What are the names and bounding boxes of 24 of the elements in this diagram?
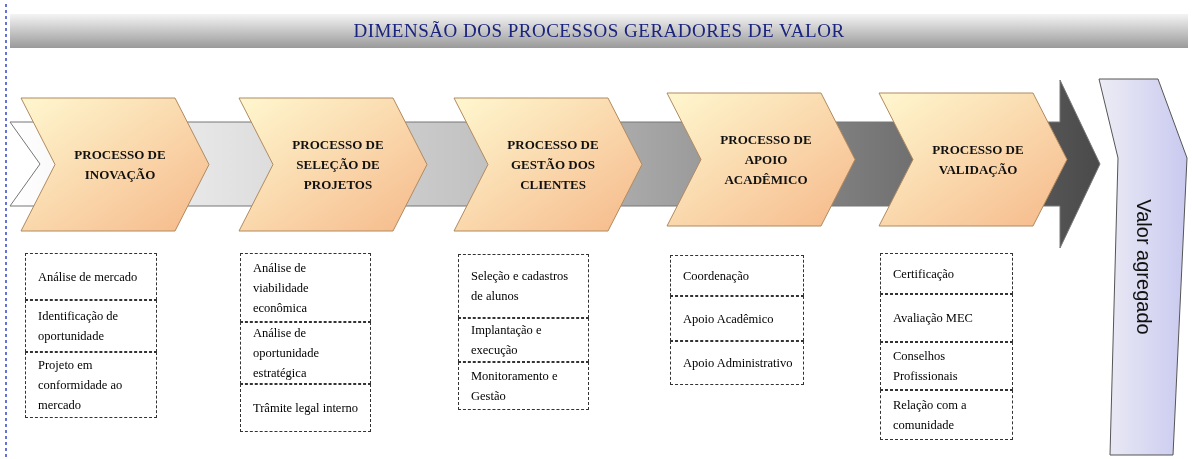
- activity-box: Apoio Administrativo: [670, 341, 804, 385]
- process-name: PROCESSO DE VALIDAÇÃO: [931, 140, 1025, 179]
- activity-box: Análise de oportunidade estratégica: [240, 322, 371, 384]
- activity-box: Trâmite legal interno: [240, 384, 371, 432]
- process-name: PROCESSO DE GESTÃO DOS CLIENTES: [506, 135, 600, 194]
- activity-box: Implantação e execução: [458, 318, 589, 362]
- activity-box: Seleção e cadastros de alunos: [458, 254, 589, 318]
- activity-box: Identificação de oportunidade: [25, 300, 157, 352]
- activity-box: Projeto em conformidade ao mercado: [25, 352, 157, 418]
- activity-box: Apoio Acadêmico: [670, 296, 804, 341]
- arrow-shape: [1098, 78, 1188, 456]
- activity-box: Avaliação MEC: [880, 294, 1013, 342]
- process-name: PROCESSO DE APOIO ACADÊMICO: [719, 130, 813, 189]
- activity-box: Coordenação: [670, 255, 804, 296]
- activity-box: Análise de viabilidade econômica: [240, 253, 371, 322]
- activity-box: Relação com a comunidade: [880, 390, 1013, 440]
- title: DIMENSÃO DOS PROCESSOS GERADORES DE VALOR: [10, 14, 1188, 48]
- activity-box: Monitoramento e Gestão: [458, 362, 589, 410]
- process-name: Valor agregado: [1131, 199, 1155, 335]
- process-name: PROCESSO DE SELEÇÃO DE PROJETOS: [291, 135, 385, 194]
- activity-box: Análise de mercado: [25, 253, 157, 300]
- activity-box: Certificação: [880, 253, 1013, 294]
- process-name: PROCESSO DE INOVAÇÃO: [73, 145, 167, 184]
- activity-box: Conselhos Profissionais: [880, 342, 1013, 390]
